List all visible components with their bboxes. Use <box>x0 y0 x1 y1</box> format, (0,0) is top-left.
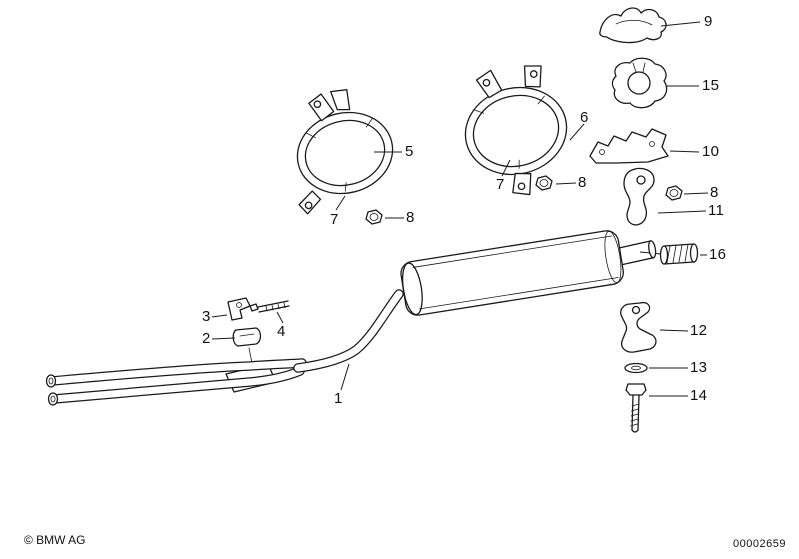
callout-10: 10 <box>702 143 720 160</box>
part-hook-bracket-11 <box>623 167 655 226</box>
part-nut-8-mid <box>535 175 553 191</box>
callout-8-left: 8 <box>406 209 415 226</box>
part-nut-8-right <box>665 185 683 201</box>
callout-11: 11 <box>708 202 725 219</box>
callout-15: 15 <box>702 77 720 94</box>
part-front-pipes <box>45 358 307 406</box>
callout-9: 9 <box>704 13 713 30</box>
callout-1: 1 <box>334 390 343 407</box>
callout-6: 6 <box>580 109 589 126</box>
callout-3: 3 <box>202 308 211 325</box>
part-sleeve-16 <box>659 243 699 265</box>
part-tailpipe <box>618 240 657 266</box>
callout-7-right: 7 <box>496 176 505 193</box>
part-bolt-4 <box>249 300 290 313</box>
part-washer-13 <box>624 362 648 374</box>
part-nut-8-left <box>365 209 383 225</box>
part-bracket-3 <box>227 297 251 321</box>
part-muffler <box>400 230 657 316</box>
doc-number: 00002659 <box>733 538 786 550</box>
part-rubber-grommet-2 <box>232 327 262 347</box>
part-rubber-mount-15 <box>611 57 668 109</box>
callout-8-right: 8 <box>710 184 719 201</box>
callout-4: 4 <box>277 323 286 340</box>
callout-16: 16 <box>709 246 727 263</box>
part-clamp-right <box>464 65 568 196</box>
copyright-text: © BMW AG <box>24 533 86 547</box>
part-bracket-12 <box>620 301 657 353</box>
part-center-pipe <box>293 289 404 373</box>
callout-2: 2 <box>202 330 211 347</box>
callout-13: 13 <box>690 359 708 376</box>
leader-lines <box>211 21 709 397</box>
part-bolt-14 <box>625 383 647 433</box>
callout-5: 5 <box>405 143 414 160</box>
callout-7-left: 7 <box>330 211 339 228</box>
callout-14: 14 <box>690 387 708 404</box>
part-bracket-10 <box>589 128 669 164</box>
part-bracket-9 <box>599 7 667 44</box>
callout-8-mid: 8 <box>578 174 587 191</box>
callout-12: 12 <box>690 322 708 339</box>
part-clamp-left <box>296 89 394 215</box>
